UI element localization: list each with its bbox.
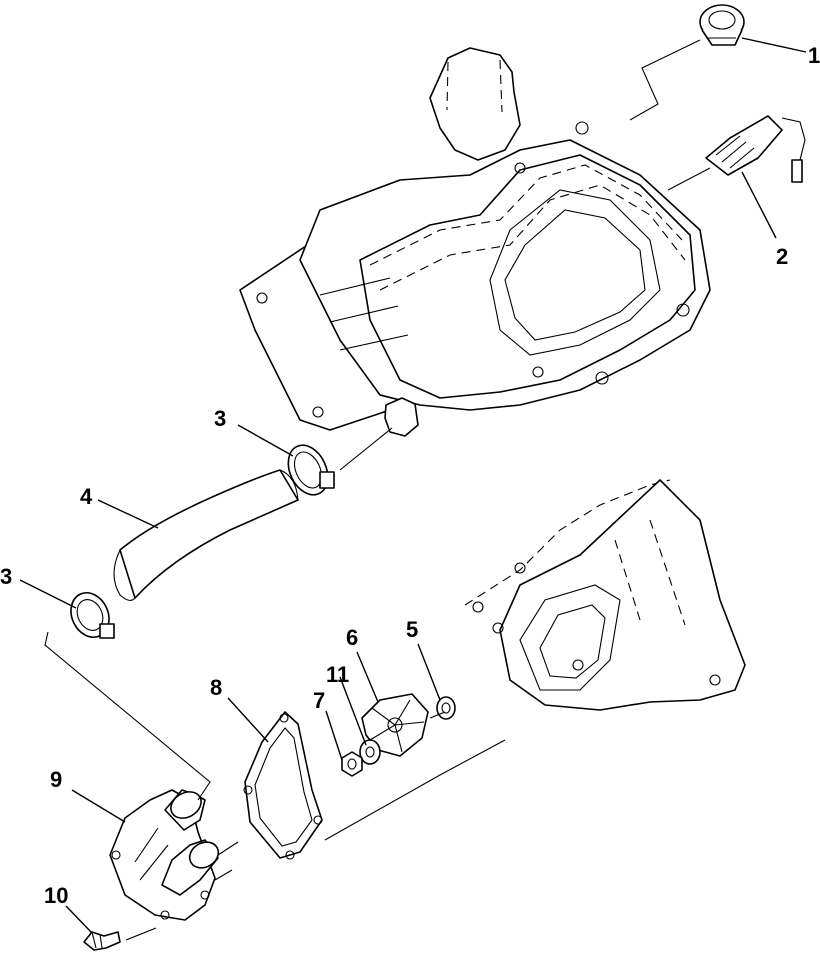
callout-7: 7 <box>313 688 325 713</box>
callout-2: 2 <box>776 244 788 269</box>
callout-3-upper: 3 <box>214 406 226 431</box>
callout-8: 8 <box>210 675 222 700</box>
callout-leaders <box>19 37 807 934</box>
assembly-lines <box>44 39 711 941</box>
part-7-nut <box>341 751 363 777</box>
part-10-bolt <box>83 931 121 951</box>
callout-5: 5 <box>406 617 418 642</box>
callout-6: 6 <box>346 625 358 650</box>
part-9-water-pump-cover <box>109 789 220 921</box>
crankcase <box>464 479 746 711</box>
part-11-washer <box>359 739 381 765</box>
callout-9: 9 <box>50 767 62 792</box>
part-5-seal <box>436 696 456 720</box>
callout-labels: 1 2 3 3 4 5 6 7 8 9 10 11 <box>0 43 820 908</box>
part-3-hose-clamp-lower <box>70 592 115 639</box>
part-4-coolant-hose <box>113 469 299 601</box>
callout-11: 11 <box>326 662 349 687</box>
part-3-hose-clamp-upper <box>287 444 335 496</box>
callout-10: 10 <box>44 883 68 908</box>
part-2-temperature-sensor <box>705 115 806 183</box>
callout-1: 1 <box>808 43 820 68</box>
part-6-impeller <box>361 693 429 757</box>
part-8-gasket <box>243 711 323 860</box>
callout-4: 4 <box>80 484 93 509</box>
part-1-thermostat-cap <box>699 4 745 46</box>
cylinder-head <box>239 47 711 437</box>
callout-3-lower: 3 <box>0 564 12 589</box>
